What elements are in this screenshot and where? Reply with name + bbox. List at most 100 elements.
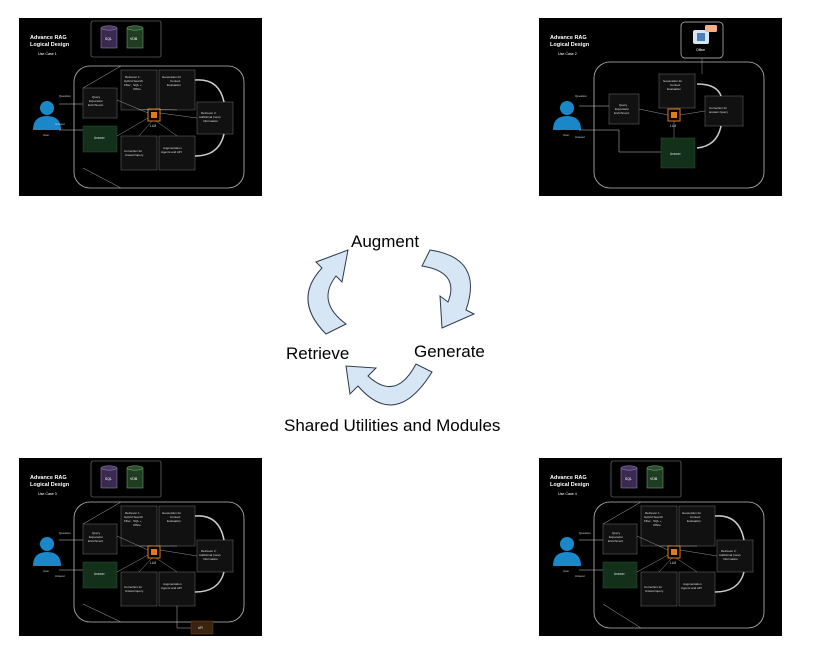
- query-box-line2: Expansion: [89, 535, 103, 539]
- query-box-line1: Query: [92, 95, 101, 99]
- generation-line3: Evaluation: [687, 519, 701, 523]
- funnel-lines: [602, 501, 642, 629]
- retriever-1-line4: Office: [653, 523, 661, 527]
- database-group: [610, 460, 682, 498]
- flow-arrows: [194, 79, 225, 157]
- retriever-2-line3: Information: [723, 557, 738, 561]
- retriever-1-line2: Hybrid Search: [124, 515, 143, 519]
- use-case-2-diagram: Advance RAG Logical Design Use Case 2 Of…: [539, 18, 782, 196]
- llm-connections: [116, 99, 198, 137]
- cycle-arrow-augment-to-generate: [421, 249, 476, 329]
- question-label: Question: [59, 94, 71, 98]
- office-icon: [693, 25, 717, 44]
- correction-line2: Answer/query: [125, 153, 144, 157]
- panel-title-line2: Logical Design: [30, 42, 70, 48]
- use-case-3-canvas: Advance RAG Logical Design Use Case 3 SQ…: [30, 460, 245, 635]
- generation-box: [678, 505, 716, 547]
- pipeline-container: [73, 501, 245, 623]
- augment-label: Augment: [351, 232, 420, 251]
- llm-label: LLM: [670, 124, 677, 128]
- api-box: [190, 620, 214, 635]
- generation-line3: Evaluation: [667, 87, 681, 91]
- use-case-label: Use Case 2: [558, 52, 577, 56]
- query-box-line1: Query: [619, 103, 628, 107]
- llm-label: LLM: [150, 124, 157, 128]
- llm-connections: [636, 535, 718, 573]
- generation-box: [158, 505, 196, 547]
- augmentation-box: [158, 571, 196, 607]
- augmentation-line1: Augmentation: [163, 146, 182, 150]
- use-case-2-canvas: Advance RAG Logical Design Use Case 2 Of…: [550, 21, 765, 189]
- vector-database-icon: [126, 25, 144, 49]
- pipeline-container: [593, 61, 765, 189]
- generation-box: [658, 73, 696, 109]
- query-box-line1: Query: [612, 531, 621, 535]
- vector-database-icon: [646, 465, 664, 489]
- llm-label: LLM: [670, 561, 677, 565]
- panel-title-line2: Logical Design: [550, 482, 590, 488]
- llm-label: LLM: [150, 561, 157, 565]
- generation-line1: Generation for: [663, 79, 682, 83]
- use-case-4-diagram: Advance RAG Logical Design Use Case 4 SQ…: [539, 458, 782, 636]
- shared-utilities-label: Shared Utilities and Modules: [284, 416, 501, 435]
- generation-line3: Evaluation: [167, 83, 181, 87]
- llm-connections: [638, 58, 706, 138]
- augmentation-line1: Augmentation: [163, 582, 182, 586]
- user-icon: [553, 537, 581, 566]
- pipeline-container: [593, 501, 765, 629]
- use-case-label: Use Case 1: [38, 52, 57, 56]
- query-box: [82, 523, 118, 555]
- retriever-1-box: [120, 505, 158, 547]
- augmentation-line2: Agents and API: [161, 586, 182, 590]
- answer-box-label: Answer: [614, 572, 626, 576]
- panel-title-line1: Advance RAG: [30, 35, 67, 41]
- use-case-1-canvas: Advance RAG Logical Design Use Case 1 SQ…: [30, 20, 245, 189]
- generation-line2: Context: [670, 83, 681, 87]
- sql-database-icon: [100, 25, 118, 49]
- llm-chip-icon: [667, 545, 681, 559]
- retriever-2-line2: Additional (new): [199, 553, 221, 557]
- cycle-arrows-canvas: [307, 249, 476, 406]
- office-label: Office: [696, 48, 705, 52]
- funnel-lines: [82, 65, 122, 189]
- generation-line3: Evaluation: [167, 519, 181, 523]
- user-icon: [553, 101, 581, 130]
- retriever-1-line1: Retriever 1 :: [125, 511, 142, 515]
- panel-title-line1: Advance RAG: [550, 35, 587, 41]
- query-box-line2: Expansion: [89, 99, 103, 103]
- answer-box-label: Answer: [670, 152, 682, 156]
- sql-database-icon: [620, 465, 638, 489]
- cycle-arrow-retrieve-to-augment: [307, 249, 349, 335]
- retriever-1-line1: Retriever 1 :: [125, 75, 142, 79]
- generation-box: [158, 69, 196, 111]
- use-case-label: Use Case 3: [38, 492, 57, 496]
- sql-database-icon: [100, 465, 118, 489]
- llm-chip-icon: [667, 108, 681, 122]
- retriever-1-box: [120, 69, 158, 111]
- correction-line1: Correction for: [644, 585, 662, 589]
- retriever-1-line3: Filter , SQL +: [644, 519, 662, 523]
- rag-cycle-diagram: Augment Generate Retrieve Shared Utiliti…: [270, 222, 530, 442]
- generation-line1: Generation for: [682, 511, 701, 515]
- user-label: User: [43, 133, 49, 137]
- generation-line1: Generation for: [162, 75, 181, 79]
- panel-title-line1: Advance RAG: [30, 475, 67, 481]
- vdb-label: VDB: [130, 37, 138, 41]
- augmentation-box: [678, 571, 716, 607]
- cycle-arrow-generate-to-retrieve: [345, 363, 433, 406]
- generation-line1: Generation for: [162, 511, 181, 515]
- panel-title-line1: Advance RAG: [550, 475, 587, 481]
- query-box-line3: Enrichment: [614, 111, 629, 115]
- pipeline-container: [73, 65, 245, 189]
- user-label: User: [43, 569, 49, 573]
- flow-arrows: [696, 83, 722, 149]
- answer-box: [660, 137, 696, 169]
- llm-chip-icon: [147, 108, 161, 122]
- vdb-label: VDB: [130, 477, 138, 481]
- use-case-1-diagram: Advance RAG Logical Design Use Case 1 SQ…: [19, 18, 262, 196]
- question-label: Question: [579, 531, 591, 535]
- answer-side-label: Answer: [575, 135, 585, 139]
- correction-line1: Correction for: [709, 106, 727, 110]
- retriever-2-line3: Information: [203, 119, 218, 123]
- sql-label: SQL: [105, 477, 112, 481]
